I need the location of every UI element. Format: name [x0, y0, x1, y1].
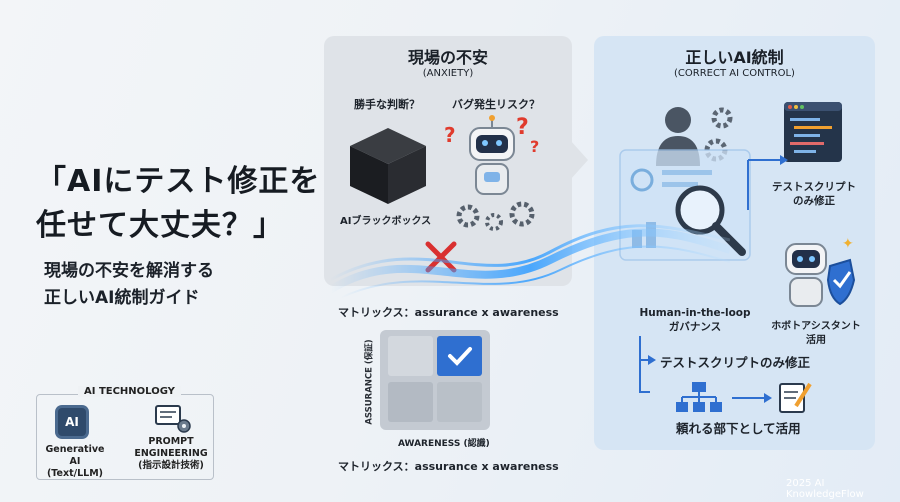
subtitle-line1: 現場の不安を解消する [44, 261, 214, 281]
hitl-label: Human-in-the-loop ガバナンス [630, 306, 760, 334]
script-only-label: テストスクリプト のみ修正 [772, 180, 856, 208]
flow-arrows [639, 155, 788, 393]
matrix-cell-bottom-left [388, 382, 433, 422]
matrix-cell-top-right [437, 336, 482, 376]
matrix-x-label: AWARENESS (認識) [398, 439, 490, 449]
anxiety-subtitle: (ANXIETY) [422, 68, 474, 79]
script-line2: のみ修正 [793, 195, 835, 207]
control-subtitle: (CORRECT AI CONTROL) [674, 68, 795, 79]
main-title-line2: 任せて大丈夫？」 [36, 208, 284, 243]
subtitle: 現場の不安を解消する 正しいAI統制ガイド [44, 258, 304, 312]
matrix-grid [380, 330, 490, 430]
svg-text:?: ? [530, 137, 539, 156]
red-x-icon [425, 241, 457, 273]
hitl-line2: ガバナンス [668, 321, 722, 333]
prompt-engineering-label: PROMPT ENGINEERING (指示設計技術) [130, 436, 212, 472]
ai-chip-icon: AI [58, 408, 86, 436]
prompt-settings-icon [155, 405, 191, 433]
matrix-cell-bottom-right [437, 382, 482, 422]
assistant-line1: ホボトアシスタント [771, 321, 861, 332]
worried-robot-icon: ? ? ? [444, 115, 539, 195]
control-title: 正しいAI統制 [685, 48, 784, 67]
prompt-line3: (指示設計技術) [138, 460, 204, 471]
assistant-robot-icon: ✦ [785, 236, 856, 307]
tech-label: AI TECHNOLOGY [78, 386, 181, 397]
blackbox-label: AIブラックボックス [340, 216, 432, 227]
matrix-caption-top: マトリックス：assurance x awareness [338, 306, 559, 319]
flow-script-only: テストスクリプトのみ修正 [660, 355, 811, 370]
svg-text:✦: ✦ [842, 236, 854, 252]
gears-icon [456, 201, 535, 231]
anxiety-question-1: 勝手な判断？ [354, 98, 420, 111]
matrix-y-label: ASSURANCE (保証) [365, 339, 376, 425]
prompt-line1: PROMPT [148, 436, 194, 447]
assistant-label: ホボトアシスタント 活用 [768, 320, 864, 348]
anxiety-question-2: バグ発生リスク？ [452, 98, 540, 111]
matrix-y-axis: ASSURANCE (保証) [362, 332, 376, 432]
assistant-line2: 活用 [806, 335, 826, 346]
subtitle-line2: 正しいAI統制ガイド [44, 288, 200, 308]
main-title-line1: 「AIにテスト修正を [36, 164, 321, 199]
main-title: 「AIにテスト修正を 任せて大丈夫？」 [36, 160, 326, 248]
code-editor-icon [784, 102, 842, 162]
black-box-icon [350, 128, 426, 204]
panel-arrow-notch [570, 140, 588, 180]
svg-text:?: ? [444, 123, 456, 147]
generative-ai-line1: Generative AI [45, 444, 105, 467]
prompt-line2: ENGINEERING [134, 448, 208, 459]
hitl-line1: Human-in-the-loop [639, 307, 751, 319]
check-icon [448, 347, 472, 366]
generative-ai-label: Generative AI (Text/LLM) [40, 444, 110, 480]
generative-ai-line2: (Text/LLM) [46, 468, 104, 479]
matrix-cell-top-left [388, 336, 433, 376]
energy-wave-decoration [330, 224, 730, 299]
svg-text:?: ? [516, 115, 529, 140]
flow-reliable-subordinate: 頼れる部下として活用 [676, 421, 801, 436]
org-chart-icon [676, 382, 812, 413]
matrix-caption-bottom: マトリックス：assurance x awareness [338, 460, 559, 473]
anxiety-title: 現場の不安 [407, 48, 488, 67]
footer-brand: 2025 AI KnowledgeFlow [786, 478, 864, 500]
script-line1: テストスクリプト [772, 181, 856, 193]
